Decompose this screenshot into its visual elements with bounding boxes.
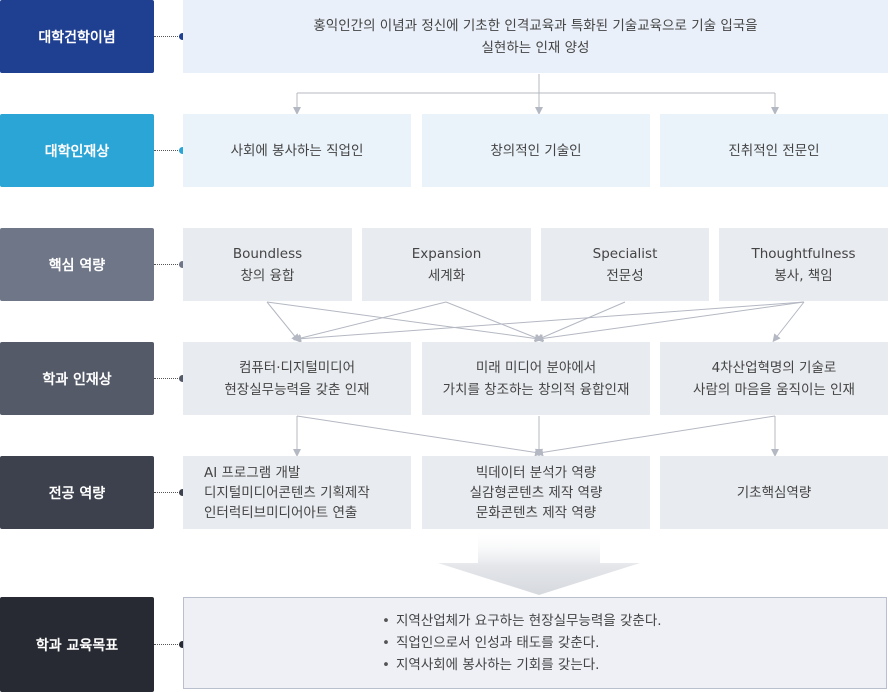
competency-box-boundless: Boundless 창의 융합 [183, 228, 352, 301]
dept-talent-dot [179, 375, 186, 382]
competency-en-4: Thoughtfulness [751, 245, 856, 262]
major-1-line-2: 디지털미디어콘텐츠 기획제작 [204, 484, 370, 501]
dept-talent-box-1: 컴퓨터·디지털미디어 현장실무능력을 갖춘 인재 [183, 342, 411, 415]
dept-talent-1-line-1: 컴퓨터·디지털미디어 [238, 359, 356, 376]
talent-item-1: 사회에 봉사하는 직업인 [230, 142, 364, 159]
talent-box-3: 진취적인 전문인 [660, 114, 888, 187]
goals-connector [154, 644, 182, 645]
goal-item-3: 지역사회에 봉사하는 기회를 갖는다. [382, 654, 662, 676]
competency-to-dept-arrows [266, 301, 805, 343]
competency-connector [154, 264, 182, 265]
major-box-2: 빅데이터 분석가 역량 실감형콘텐츠 제작 역량 문화콘텐츠 제작 역량 [422, 456, 650, 529]
competency-en-1: Boundless [232, 245, 303, 262]
talent-connector [154, 150, 182, 151]
competency-ko-3: 전문성 [606, 267, 644, 284]
dept-to-major-arrows [293, 415, 779, 457]
major-connector [154, 492, 182, 493]
talent-label: 대학인재상 [0, 114, 154, 187]
major-1-line-3: 인터럭티브미디어아트 연출 [204, 504, 358, 521]
philosophy-dot [179, 33, 186, 40]
talent-box-1: 사회에 봉사하는 직업인 [183, 114, 411, 187]
competency-dot [179, 261, 186, 268]
competency-box-expansion: Expansion 세계화 [362, 228, 531, 301]
dept-talent-box-2: 미래 미디어 분야에서 가치를 창조하는 창의적 융합인재 [422, 342, 650, 415]
philosophy-line-1: 홍익인간의 이념과 정신에 기초한 인격교육과 특화된 기술교육으로 기술 입국… [313, 17, 758, 34]
competency-ko-4: 봉사, 책임 [774, 267, 833, 284]
philosophy-line-2: 실현하는 인재 양성 [481, 39, 590, 56]
big-down-arrow [438, 530, 640, 595]
talent-box-2: 창의적인 기술인 [422, 114, 650, 187]
competency-label: 핵심 역량 [0, 228, 154, 301]
philosophy-box: 홍익인간의 이념과 정신에 기초한 인격교육과 특화된 기술교육으로 기술 입국… [183, 0, 888, 73]
major-2-line-3: 문화콘텐츠 제작 역량 [475, 504, 597, 521]
major-dot [179, 489, 186, 496]
dept-talent-2-line-1: 미래 미디어 분야에서 [475, 359, 597, 376]
dept-talent-label: 학과 인재상 [0, 342, 154, 415]
major-2-line-1: 빅데이터 분석가 역량 [475, 464, 597, 481]
talent-item-2: 창의적인 기술인 [490, 142, 582, 159]
major-box-3: 기초핵심역량 [660, 456, 888, 529]
competency-box-thoughtfulness: Thoughtfulness 봉사, 책임 [719, 228, 888, 301]
dept-talent-1-line-2: 현장실무능력을 갖춘 인재 [224, 381, 370, 398]
talent-item-3: 진취적인 전문인 [728, 142, 820, 159]
goals-box: 지역산업체가 요구하는 현장실무능력을 갖춘다. 직업인으로서 인성과 태도를 … [183, 597, 887, 689]
major-2-line-2: 실감형콘텐츠 제작 역량 [469, 484, 603, 501]
major-1-line-1: AI 프로그램 개발 [204, 464, 301, 481]
goal-item-2: 직업인으로서 인성과 태도를 갖춘다. [382, 632, 662, 654]
competency-en-2: Expansion [411, 245, 482, 262]
goals-dot [179, 641, 186, 648]
philosophy-label: 대학건학이념 [0, 0, 154, 73]
competency-box-specialist: Specialist 전문성 [541, 228, 709, 301]
dept-talent-connector [154, 378, 182, 379]
philosophy-connector [154, 36, 182, 37]
dept-talent-2-line-2: 가치를 창조하는 창의적 융합인재 [442, 381, 630, 398]
major-3-line-1: 기초핵심역량 [736, 484, 812, 501]
competency-en-3: Specialist [592, 245, 658, 262]
philosophy-to-talent-arrows [293, 74, 779, 115]
talent-dot [179, 147, 186, 154]
competency-ko-1: 창의 융합 [240, 267, 295, 284]
dept-talent-3-line-1: 4차산업혁명의 기술로 [711, 359, 837, 376]
major-label: 전공 역량 [0, 456, 154, 529]
dept-talent-box-3: 4차산업혁명의 기술로 사람의 마음을 움직이는 인재 [660, 342, 888, 415]
competency-ko-2: 세계화 [427, 267, 466, 284]
goals-list: 지역산업체가 요구하는 현장실무능력을 갖춘다. 직업인으로서 인성과 태도를 … [184, 610, 662, 676]
goals-label: 학과 교육목표 [0, 597, 154, 692]
goal-item-1: 지역산업체가 요구하는 현장실무능력을 갖춘다. [382, 610, 662, 632]
major-box-1: AI 프로그램 개발 디지털미디어콘텐츠 기획제작 인터럭티브미디어아트 연출 [183, 456, 411, 529]
dept-talent-3-line-2: 사람의 마음을 움직이는 인재 [693, 381, 855, 398]
